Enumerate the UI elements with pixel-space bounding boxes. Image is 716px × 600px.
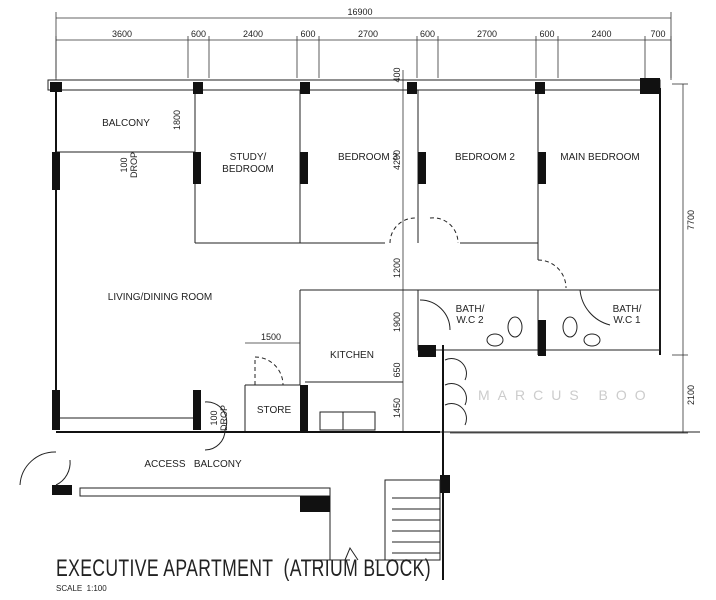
dim-1800: 1800: [172, 110, 182, 130]
label-study-2: BEDROOM: [222, 164, 274, 175]
label-living-dining: LIVING/DINING ROOM: [108, 292, 212, 303]
label-bath-1-2: W.C 1: [613, 315, 641, 326]
drop-label-2: DROP: [219, 405, 229, 431]
top-dimension-label: 600: [539, 29, 554, 39]
label-main-bedroom: MAIN BEDROOM: [560, 152, 639, 163]
label-bath-2-1: BATH/: [456, 304, 485, 315]
dim-1500: 1500: [261, 332, 281, 342]
top-dimension-label: 600: [300, 29, 315, 39]
dim-400: 400: [392, 67, 402, 82]
label-bedroom-2: BEDROOM 2: [455, 152, 515, 163]
right-dimension-lines: [450, 83, 688, 434]
top-dimension-label: 600: [191, 29, 206, 39]
label-store: STORE: [257, 405, 292, 416]
label-balcony: BALCONY: [102, 118, 150, 129]
top-dimension-label: 2400: [243, 29, 263, 39]
top-dimension-label: 600: [420, 29, 435, 39]
plan-scale: SCALE 1:100: [56, 584, 107, 593]
columns: [50, 78, 660, 512]
dim-650: 650: [392, 362, 402, 377]
overall-width-dimension: 16900: [347, 7, 372, 17]
top-dimension-label: 2700: [358, 29, 378, 39]
drop-label-top-2: DROP: [129, 152, 139, 178]
label-access-balcony: ACCESS BALCONY: [144, 459, 242, 470]
label-study-1: STUDY/: [230, 152, 267, 163]
label-bedroom-3: BEDROOM 3: [338, 152, 398, 163]
top-dimension-label: 700: [650, 29, 665, 39]
dim-4200: 4200: [392, 150, 402, 170]
top-dimension-label: 2700: [477, 29, 497, 39]
right-dimension-7700: 7700: [686, 210, 696, 230]
label-kitchen: KITCHEN: [330, 350, 374, 361]
dim-1900: 1900: [392, 312, 402, 332]
dim-1200: 1200: [392, 258, 402, 278]
dim-1450: 1450: [392, 398, 402, 418]
top-dimension-label: 2400: [591, 29, 611, 39]
top-dimension-lines: [55, 12, 672, 80]
fixtures: [319, 316, 601, 561]
drop-label-top-1: 100: [119, 157, 129, 172]
top-dimension-label: 3600: [112, 29, 132, 39]
label-bath-2-2: W.C 2: [456, 315, 484, 326]
label-bath-1-1: BATH/: [613, 304, 642, 315]
drop-label-1: 100: [209, 410, 219, 425]
plan-title: EXECUTIVE APARTMENT (ATRIUM BLOCK): [56, 555, 431, 582]
watermark: MARCUS BOO: [478, 387, 654, 403]
doors: [19, 217, 611, 486]
walls: [47, 79, 700, 580]
right-dimension-2100: 2100: [686, 385, 696, 405]
